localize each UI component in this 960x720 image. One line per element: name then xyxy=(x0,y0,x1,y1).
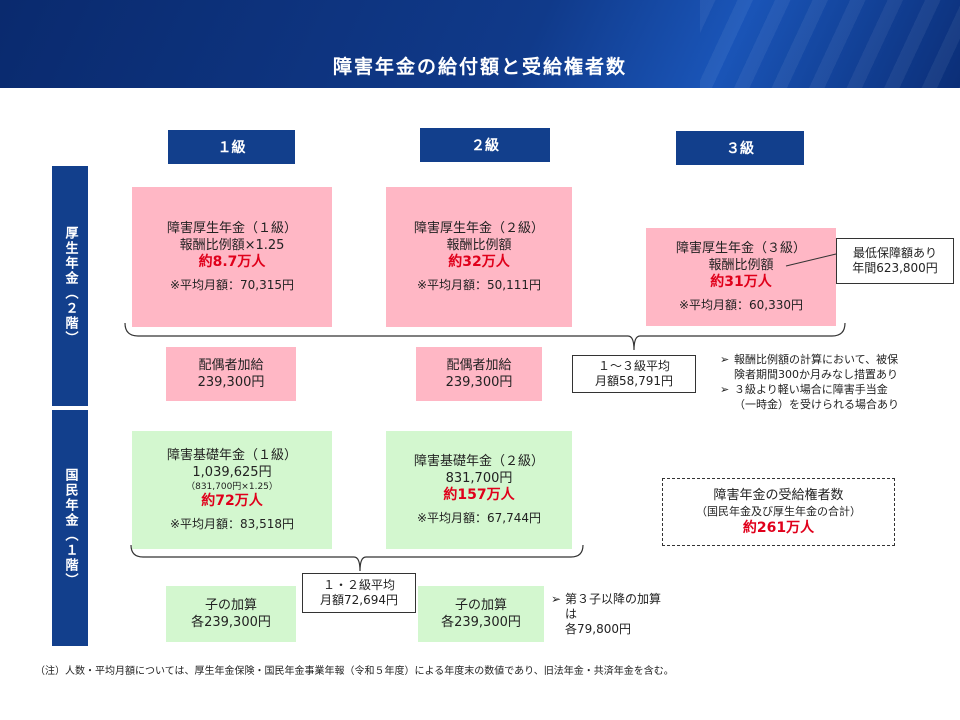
average-monthly: ※平均月額：60,330円 xyxy=(678,298,804,312)
kosei-nenkin-label: 厚生年金（２階） xyxy=(52,166,88,406)
benefit-name: 障害厚生年金（３級） xyxy=(675,241,806,256)
child-label: 子の加算 xyxy=(454,598,507,613)
grade-3-header: ３級 xyxy=(676,131,804,165)
arrow-bullet-icon: ➢ xyxy=(720,353,730,366)
note-item: ➢ ３級より軽い場合に障害手当金 （一時金）を受けられる場合あり xyxy=(720,382,940,412)
benefit-name: 障害厚生年金（２級） xyxy=(413,221,544,236)
average-monthly: ※平均月額：70,315円 xyxy=(169,278,295,292)
benefit-calculation: （831,700円×1.25） xyxy=(186,482,278,492)
spouse-label: 配偶者加給 xyxy=(198,358,264,373)
child-label: 子の加算 xyxy=(204,598,257,613)
average-monthly: ※平均月額：67,744円 xyxy=(416,511,542,525)
recipient-count: 約32万人 xyxy=(448,254,510,270)
kokumin-brace xyxy=(130,544,584,572)
note-line: 険者期間300か月みなし措置あり xyxy=(734,368,898,381)
kosei-brace xyxy=(124,322,846,351)
child-addition-2: 子の加算 各239,300円 xyxy=(418,586,544,642)
banner-decoration xyxy=(700,0,960,88)
min-guarantee-line1: 最低保障額あり xyxy=(852,246,937,260)
average-label: １・２級平均 xyxy=(322,578,395,592)
benefit-name: 障害基礎年金（１級） xyxy=(166,448,297,463)
child-amount: 各239,300円 xyxy=(441,615,521,630)
note-item: ➢ 第３子以降の加算 は 各79,800円 xyxy=(551,592,691,637)
arrow-bullet-icon: ➢ xyxy=(551,592,562,606)
benefit-name: 障害厚生年金（１級） xyxy=(166,221,297,236)
average-grade1-2: １・２級平均 月額72,694円 xyxy=(302,573,416,613)
recipient-count: 約157万人 xyxy=(443,487,515,503)
min-guarantee-leader xyxy=(785,253,837,267)
total-recipients-box: 障害年金の受給権者数 （国民年金及び厚生年金の合計） 約261万人 xyxy=(662,478,895,546)
note-line: （一時金）を受けられる場合あり xyxy=(734,398,899,411)
child-addition-1: 子の加算 各239,300円 xyxy=(166,586,296,642)
note-line: 各79,800円 xyxy=(565,622,631,636)
spouse-addition-1: 配偶者加給 239,300円 xyxy=(166,347,296,401)
recipient-count: 約8.7万人 xyxy=(198,254,266,270)
kokumin-grade1-box: 障害基礎年金（１級） 1,039,625円 （831,700円×1.25） 約7… xyxy=(132,431,332,549)
benefit-formula: 報酬比例額 xyxy=(446,238,512,253)
total-label: 障害年金の受給権者数 xyxy=(713,488,844,503)
average-value: 月額72,694円 xyxy=(320,593,398,607)
kokumin-nenkin-text: 国民年金（１階） xyxy=(62,468,78,588)
min-guarantee-callout: 最低保障額あり 年間623,800円 xyxy=(836,238,954,284)
total-count: 約261万人 xyxy=(742,520,815,536)
benefit-amount: 1,039,625円 xyxy=(192,465,272,480)
grade-1-header: １級 xyxy=(168,130,295,164)
note-item: ➢ 報酬比例額の計算において、被保 険者期間300か月みなし措置あり xyxy=(720,352,940,382)
note-line: は xyxy=(565,607,578,621)
average-label: １～３級平均 xyxy=(597,359,670,373)
third-child-note: ➢ 第３子以降の加算 は 各79,800円 xyxy=(551,592,691,637)
total-sublabel: （国民年金及び厚生年金の合計） xyxy=(696,505,861,518)
benefit-name: 障害基礎年金（２級） xyxy=(413,454,544,469)
spouse-addition-2: 配偶者加給 239,300円 xyxy=(416,347,542,401)
kosei-grade2-box: 障害厚生年金（２級） 報酬比例額 約32万人 ※平均月額：50,111円 xyxy=(386,187,572,327)
recipient-count: 約72万人 xyxy=(201,493,263,509)
spouse-amount: 239,300円 xyxy=(445,375,513,390)
kosei-grade3-box: 障害厚生年金（３級） 報酬比例額 約31万人 ※平均月額：60,330円 xyxy=(646,228,836,326)
benefit-formula: 報酬比例額 xyxy=(708,258,774,273)
arrow-bullet-icon: ➢ xyxy=(720,383,730,396)
child-amount: 各239,300円 xyxy=(191,615,271,630)
grade-2-header: ２級 xyxy=(420,128,550,162)
benefit-amount: 831,700円 xyxy=(445,471,513,486)
kosei-nenkin-text: 厚生年金（２階） xyxy=(62,226,78,346)
recipient-count: 約31万人 xyxy=(710,274,772,290)
header-banner xyxy=(0,0,960,88)
page-title: 障害年金の給付額と受給権者数 xyxy=(332,56,627,78)
kokumin-grade2-box: 障害基礎年金（２級） 831,700円 約157万人 ※平均月額：67,744円 xyxy=(386,431,572,549)
kosei-grade1-box: 障害厚生年金（１級） 報酬比例額×1.25 約8.7万人 ※平均月額：70,31… xyxy=(132,187,332,327)
spouse-label: 配偶者加給 xyxy=(446,358,512,373)
footnote: （注）人数・平均月額については、厚生年金保険・国民年金事業年報（令和５年度）によ… xyxy=(35,666,674,677)
average-monthly: ※平均月額：50,111円 xyxy=(416,278,542,292)
note-line: 報酬比例額の計算において、被保 xyxy=(734,353,899,366)
calculation-notes: ➢ 報酬比例額の計算において、被保 険者期間300か月みなし措置あり ➢ ３級よ… xyxy=(720,352,940,412)
kokumin-nenkin-label: 国民年金（１階） xyxy=(52,410,88,646)
spouse-amount: 239,300円 xyxy=(197,375,265,390)
benefit-formula: 報酬比例額×1.25 xyxy=(179,238,285,253)
average-monthly: ※平均月額：83,518円 xyxy=(169,517,295,531)
min-guarantee-line2: 年間623,800円 xyxy=(852,261,938,275)
note-line: ３級より軽い場合に障害手当金 xyxy=(734,383,888,396)
average-value: 月額58,791円 xyxy=(595,374,673,388)
note-line: 第３子以降の加算 xyxy=(565,592,662,606)
average-grade1-3: １～３級平均 月額58,791円 xyxy=(572,355,696,393)
